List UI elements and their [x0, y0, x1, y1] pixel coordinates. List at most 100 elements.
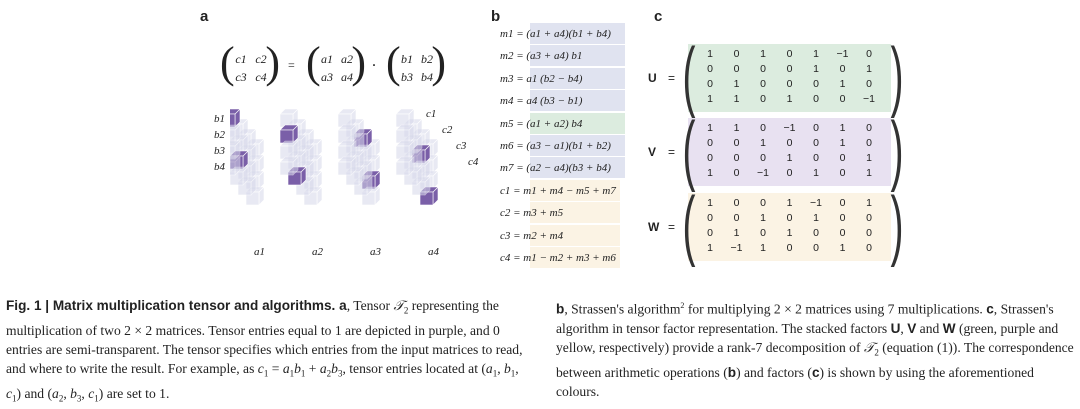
- algorithm-row-bg: [530, 224, 620, 246]
- factor-cell: 0: [813, 227, 819, 239]
- factor-cell: 1: [707, 122, 713, 134]
- panel-letter-a: a: [200, 8, 209, 25]
- factor-cell: 1: [813, 212, 819, 224]
- a-label: a3: [370, 246, 381, 258]
- factor-cell: 1: [839, 122, 846, 134]
- factor-cell: 1: [866, 152, 872, 164]
- factor-cell: 1: [733, 227, 740, 239]
- factor-cell: 1: [866, 167, 872, 179]
- factor-cell: 0: [707, 152, 713, 164]
- factor-cell: 0: [866, 122, 872, 134]
- factor-cell: 1: [707, 48, 713, 60]
- factor-cell: 0: [866, 212, 872, 224]
- factor-bg-u: [688, 44, 891, 112]
- matrix-bracket: ): [890, 31, 904, 119]
- factor-cell: 1: [760, 137, 766, 149]
- tensor-cube: [230, 140, 241, 160]
- factor-cell: 0: [813, 242, 819, 254]
- c-label: c3: [456, 140, 467, 152]
- factor-cell: 1: [760, 242, 766, 254]
- factor-equals: =: [668, 220, 676, 234]
- factor-cell: 1: [786, 197, 793, 209]
- factor-cell: 0: [839, 212, 846, 224]
- factor-cell: 1: [786, 93, 793, 105]
- c-label: c4: [468, 156, 479, 168]
- factor-cell: 0: [707, 78, 713, 90]
- factor-cell: 0: [866, 242, 872, 254]
- tensor-cube: [337, 140, 357, 160]
- factor-cell: 1: [707, 242, 713, 254]
- factor-cell: 0: [786, 242, 793, 254]
- a-label: a1: [254, 246, 265, 258]
- factor-cell: 1: [707, 197, 713, 209]
- factor-cell: 0: [866, 137, 872, 149]
- factor-cell: −1: [836, 48, 849, 60]
- factor-label: V: [648, 145, 657, 159]
- factor-cell: 1: [866, 197, 872, 209]
- factor-cell: 0: [786, 48, 793, 60]
- factor-cell: 1: [839, 137, 846, 149]
- factor-cell: 0: [707, 63, 713, 75]
- factor-cell: 0: [866, 48, 872, 60]
- tensor-cube: [395, 124, 415, 144]
- tensor-cube-illustration: [230, 108, 439, 206]
- factor-cell: 1: [839, 242, 846, 254]
- factor-cell: 0: [786, 78, 793, 90]
- factor-cell: 0: [760, 78, 766, 90]
- c-label: c1: [426, 108, 437, 120]
- c-matrix: () c1 c2 c3 c4: [220, 38, 280, 87]
- factor-cell: 0: [760, 227, 766, 239]
- factor-cell: 0: [839, 167, 846, 179]
- tensor-cube: [230, 108, 241, 128]
- b-label: b4: [214, 161, 225, 173]
- algorithm-row-bg: [530, 23, 625, 44]
- matrix-bracket: ): [890, 180, 904, 268]
- b-label: b3: [214, 145, 225, 157]
- b-label: b1: [214, 113, 225, 125]
- factor-cell: 1: [786, 227, 793, 239]
- factor-cell: 0: [733, 63, 740, 75]
- factor-cell: 0: [733, 212, 740, 224]
- tensor-cube: [279, 140, 299, 160]
- factor-cell: 0: [813, 93, 819, 105]
- factor-cell: 0: [707, 137, 713, 149]
- matrix-bracket: (: [682, 180, 696, 268]
- factor-cell: 1: [733, 78, 740, 90]
- factor-cell: 1: [733, 122, 740, 134]
- tensor-cube: [279, 108, 299, 128]
- factor-cell: 1: [813, 167, 819, 179]
- factor-cell: 0: [733, 197, 740, 209]
- factor-cell: 0: [839, 63, 846, 75]
- factor-cell: 0: [813, 137, 819, 149]
- factor-cell: 0: [839, 152, 846, 164]
- factor-cell: 0: [786, 167, 793, 179]
- factor-cell: 1: [786, 152, 793, 164]
- factor-cell: 1: [813, 48, 819, 60]
- factor-cell: 0: [813, 78, 819, 90]
- factor-label: W: [648, 220, 660, 234]
- tensor-cube: [230, 124, 241, 144]
- factor-cell: 1: [839, 78, 846, 90]
- factor-cell: 0: [733, 137, 740, 149]
- tensor-cube: [395, 156, 415, 176]
- tensor-cube: [337, 124, 357, 144]
- factor-cell: 0: [760, 93, 766, 105]
- factor-cell: 0: [786, 137, 793, 149]
- factor-cell: 1: [707, 167, 713, 179]
- algorithm-row-bg: [530, 112, 625, 134]
- factor-cell: 0: [839, 93, 846, 105]
- factor-cell: 0: [866, 78, 872, 90]
- factor-cell: 0: [786, 63, 793, 75]
- factor-cell: 0: [839, 197, 846, 209]
- c-label: c2: [442, 124, 453, 136]
- factor-cell: 1: [707, 93, 713, 105]
- factor-cell: 1: [760, 212, 766, 224]
- algorithm-row-bg: [530, 202, 620, 224]
- factor-cell: 0: [733, 48, 740, 60]
- matrix-bracket: (: [682, 31, 696, 119]
- factor-cell: 0: [760, 122, 766, 134]
- a-matrix: () a1 a2 a3 a4: [306, 38, 366, 87]
- factor-cell: 0: [760, 63, 766, 75]
- factor-cell: 1: [760, 48, 766, 60]
- b-label: b2: [214, 129, 225, 141]
